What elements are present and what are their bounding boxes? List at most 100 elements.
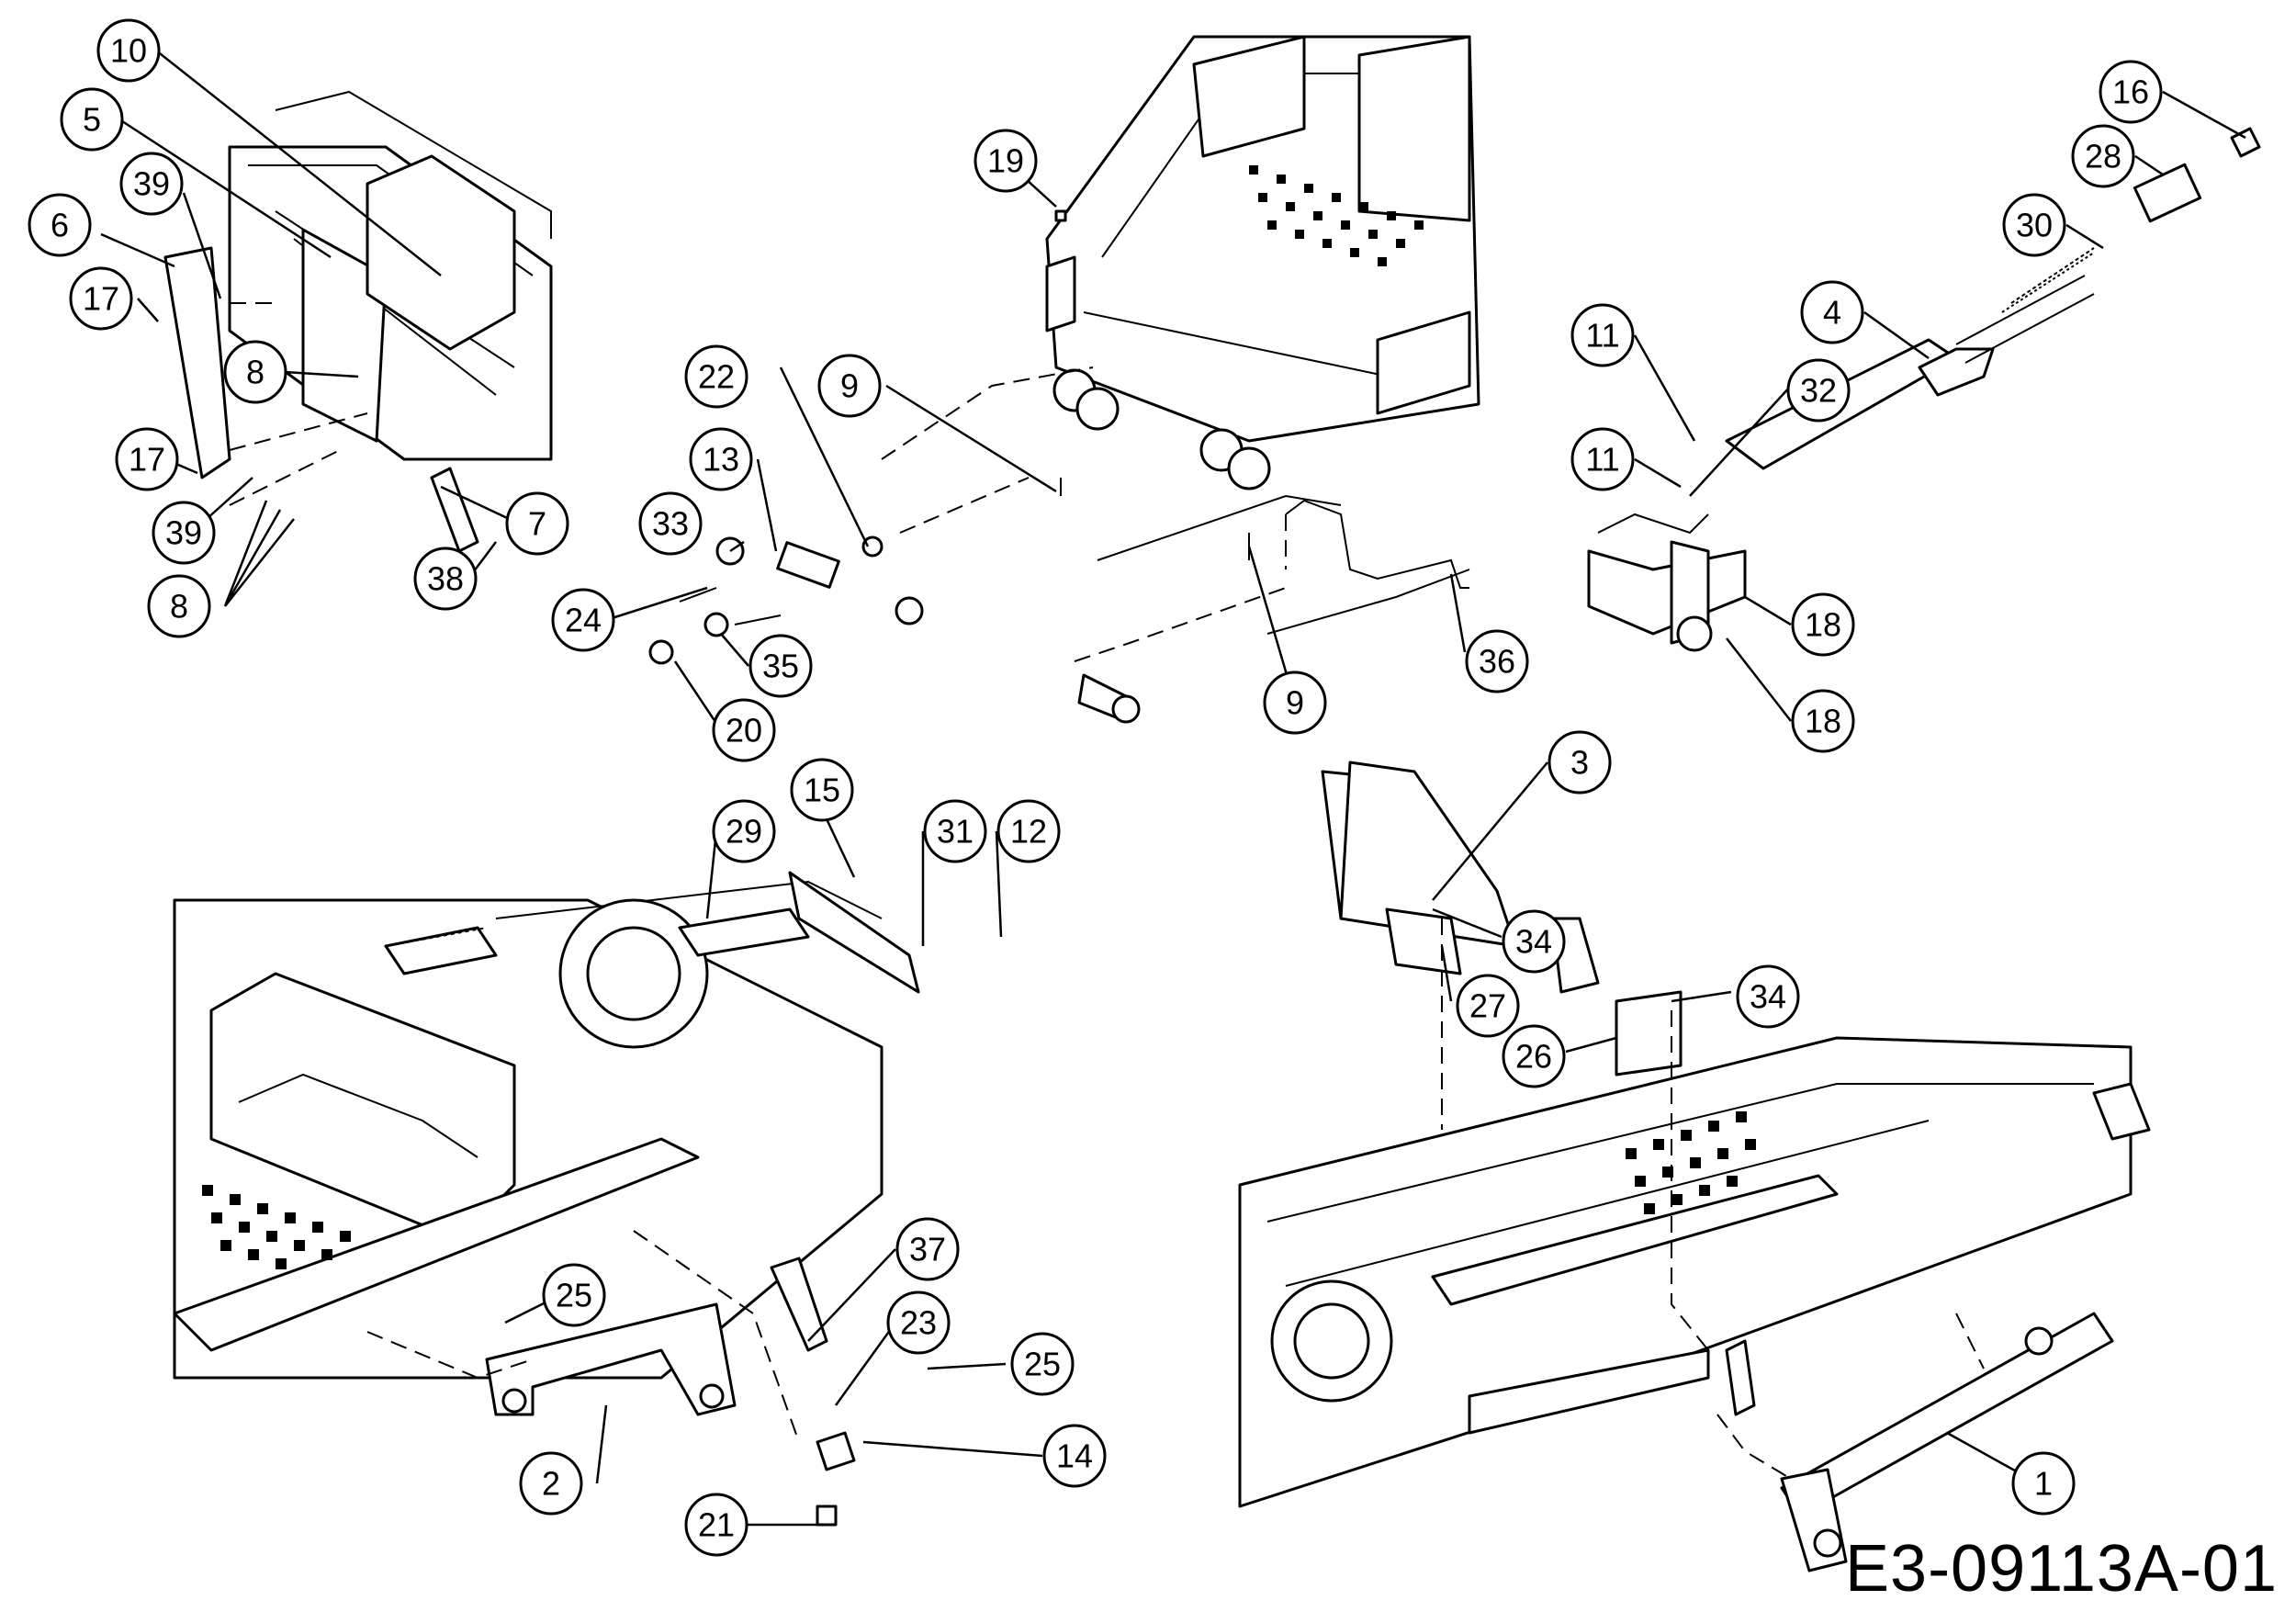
callout-label-23: 23 (886, 1291, 951, 1355)
callout-label-text: 15 (804, 772, 840, 809)
callout-label-24: 24 (551, 588, 615, 652)
callout-label-text: 39 (165, 514, 202, 552)
callout-label-17: 17 (115, 427, 179, 491)
callout-label-7: 7 (505, 491, 569, 556)
callout-label-text: 32 (1800, 372, 1837, 410)
callout-label-22: 22 (684, 344, 748, 409)
callout-label-text: 1 (2034, 1465, 2053, 1503)
callout-label-text: 11 (1585, 317, 1619, 355)
seat-frame-assembly (881, 35, 1480, 724)
callout-label-text: 18 (1805, 703, 1841, 740)
callout-label-26: 26 (1502, 1024, 1566, 1088)
callout-label-3: 3 (1548, 730, 1612, 795)
callout-label-21: 21 (684, 1493, 748, 1557)
callout-label-38: 38 (413, 547, 478, 611)
callout-label-12: 12 (996, 799, 1061, 863)
callout-label-text: 28 (2085, 138, 2122, 175)
callout-label-text: 8 (170, 588, 188, 626)
callout-label-39: 39 (152, 501, 216, 565)
callout-label-18: 18 (1791, 689, 1855, 753)
callout-label-text: 35 (762, 648, 799, 685)
lower-left-grid (202, 1185, 351, 1269)
callout-label-25: 25 (1010, 1332, 1075, 1396)
callout-label-11: 11 (1570, 303, 1635, 367)
callout-label-30: 30 (2002, 193, 2066, 257)
callout-label-text: 7 (528, 505, 546, 543)
callout-label-19: 19 (974, 129, 1038, 193)
callout-label-text: 16 (2112, 73, 2149, 111)
callout-label-8: 8 (223, 340, 287, 404)
callout-label-10: 10 (96, 18, 161, 83)
callout-label-text: 25 (1024, 1346, 1061, 1383)
callout-label-text: 25 (556, 1277, 592, 1314)
callout-label-15: 15 (790, 758, 854, 822)
callout-label-text: 22 (698, 358, 735, 396)
callout-label-text: 14 (1056, 1437, 1093, 1475)
callout-label-1: 1 (2011, 1451, 2076, 1516)
callout-label-36: 36 (1465, 629, 1529, 693)
main-frame-assembly (1238, 761, 2151, 1572)
callout-label-34: 34 (1736, 964, 1800, 1029)
callout-label-5: 5 (60, 87, 124, 152)
callout-label-14: 14 (1042, 1424, 1107, 1488)
callout-label-2: 2 (519, 1451, 583, 1516)
callout-label-text: 29 (726, 813, 762, 851)
callout-label-text: 27 (1469, 987, 1506, 1025)
callout-label-text: 18 (1805, 606, 1841, 644)
callout-label-20: 20 (712, 698, 776, 762)
callout-label-text: 24 (565, 602, 602, 639)
callout-label-text: 26 (1515, 1038, 1552, 1076)
callout-label-33: 33 (638, 491, 703, 556)
callout-label-39: 39 (119, 152, 184, 216)
callout-label-18: 18 (1791, 592, 1855, 657)
callout-label-text: 19 (987, 142, 1024, 180)
drawing-code: E3-09113A-01 (1845, 1532, 2278, 1606)
callout-label-text: 9 (840, 367, 859, 405)
callout-label-17: 17 (69, 266, 133, 331)
lower-left-frame-assembly (173, 871, 920, 1527)
callout-label-text: 37 (909, 1231, 946, 1268)
callout-label-text: 9 (1286, 684, 1304, 722)
callout-label-text: 10 (110, 32, 147, 70)
callout-label-32: 32 (1786, 358, 1851, 423)
callout-label-text: 39 (133, 165, 170, 203)
callout-label-text: 17 (129, 441, 165, 479)
callout-label-31: 31 (923, 799, 987, 863)
callout-label-text: 36 (1479, 643, 1515, 681)
callout-label-37: 37 (895, 1217, 960, 1281)
callout-label-13: 13 (689, 427, 753, 491)
callout-label-27: 27 (1456, 974, 1520, 1038)
callout-label-text: 20 (726, 712, 762, 750)
callout-label-text: 2 (542, 1465, 560, 1503)
callout-label-6: 6 (28, 193, 92, 257)
callout-label-text: 3 (1570, 744, 1589, 782)
callout-label-text: 34 (1750, 978, 1786, 1016)
callout-label-4: 4 (1800, 280, 1864, 344)
seat-pan-grid (1249, 165, 1424, 266)
shaft-spring-assembly (1587, 127, 2261, 652)
callout-label-9: 9 (817, 354, 882, 418)
callout-label-28: 28 (2071, 124, 2135, 188)
callout-label-text: 5 (83, 101, 101, 139)
callout-label-text: 38 (427, 560, 464, 598)
callout-label-9: 9 (1263, 671, 1327, 735)
callout-label-text: 33 (652, 505, 689, 543)
callout-label-8: 8 (147, 574, 211, 638)
callout-label-35: 35 (748, 634, 813, 698)
callout-label-text: 11 (1585, 441, 1619, 479)
callout-label-text: 21 (698, 1506, 735, 1544)
steering-bracket-assembly (163, 90, 553, 553)
callout-label-text: 13 (703, 441, 739, 479)
callout-label-text: 8 (246, 354, 264, 391)
callout-label-34: 34 (1502, 909, 1566, 974)
callout-label-text: 12 (1010, 813, 1047, 851)
callout-label-25: 25 (542, 1263, 606, 1327)
callout-label-16: 16 (2099, 60, 2163, 124)
callout-label-text: 4 (1823, 294, 1841, 332)
callout-label-text: 17 (83, 280, 119, 318)
callout-label-text: 23 (900, 1304, 937, 1342)
callout-label-text: 30 (2016, 207, 2053, 244)
callout-label-text: 34 (1515, 923, 1552, 961)
callout-label-text: 31 (937, 813, 974, 851)
